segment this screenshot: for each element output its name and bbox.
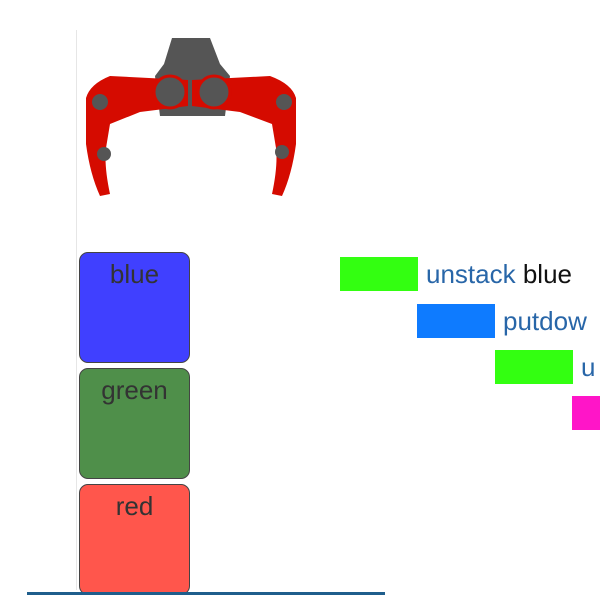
plan-step-swatch xyxy=(340,257,418,291)
plan-step-swatch xyxy=(572,396,600,430)
plan-step-swatch xyxy=(417,304,495,338)
plan-step-4[interactable] xyxy=(572,396,600,430)
gripper-pin-left-top xyxy=(92,94,108,110)
gripper-pin-right-bottom xyxy=(275,145,289,159)
block-blue[interactable]: blue xyxy=(79,252,190,363)
plan-step-action: putdow xyxy=(503,306,587,336)
plan-step-action: unstack xyxy=(426,259,516,289)
plan-step-action: u xyxy=(581,352,596,382)
gripper-pin-right-top xyxy=(276,94,292,110)
robot-gripper-icon xyxy=(86,38,296,196)
block-label: blue xyxy=(109,259,160,289)
gripper-joint-left xyxy=(152,74,188,110)
gripper-joint-right xyxy=(196,74,232,110)
block-label: green xyxy=(101,375,168,405)
table-floor xyxy=(27,592,385,595)
canvas-left-edge xyxy=(76,30,77,590)
plan-step-3[interactable]: u xyxy=(495,350,600,384)
plan-step-swatch xyxy=(495,350,573,384)
block-label: red xyxy=(115,491,154,521)
block-red[interactable]: red xyxy=(79,484,190,595)
gripper-pin-left-bottom xyxy=(97,147,111,161)
plan-step-object: blue xyxy=(522,259,572,289)
plan-step-2[interactable]: putdow xyxy=(417,304,600,338)
block-green[interactable]: green xyxy=(79,368,190,479)
plan-step-1[interactable]: unstack blue xyxy=(340,257,600,291)
